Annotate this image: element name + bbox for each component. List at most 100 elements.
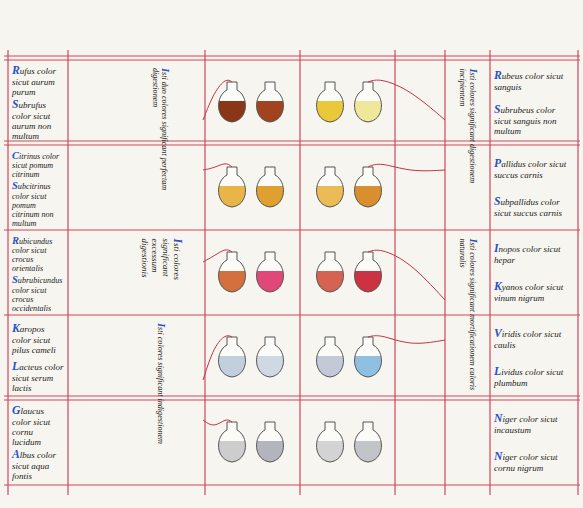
flask <box>312 252 348 295</box>
grid-rule <box>4 229 580 230</box>
note-cell: Isti colores significant excessum digest… <box>120 233 202 312</box>
color-name: Niger color sicut cornu nigrum <box>494 450 574 473</box>
flask <box>350 337 386 380</box>
leader-line <box>368 250 445 300</box>
color-name: Rubeus color sicut sanguis <box>494 69 574 92</box>
flask <box>252 167 288 210</box>
flask <box>312 167 348 210</box>
rotated-text-block: Isti duo colores significant perfectam d… <box>123 66 199 224</box>
grid-rule <box>4 59 580 60</box>
flask-outline <box>355 167 382 207</box>
rotated-text-block: Isti colores significant mortificationem… <box>450 236 485 394</box>
flask-outline <box>355 337 382 377</box>
flask <box>252 422 288 465</box>
color-cell: Rubeus color sicut sanguisSubrubeus colo… <box>492 63 576 142</box>
leader-line <box>368 336 445 344</box>
flask-outline <box>257 167 284 207</box>
flask <box>214 82 250 125</box>
flask-outline <box>219 82 246 122</box>
color-cell: Citrinus color sicut pomum citrinumSubci… <box>10 148 66 230</box>
color-name: Niger color sicut incaustum <box>494 412 574 435</box>
note-text: Isti colores significant mortificationem… <box>457 238 478 392</box>
flask-outline <box>219 337 246 377</box>
rotated-text-block: Isti colores significant digestionem inc… <box>450 66 485 224</box>
grid-rule <box>444 50 445 495</box>
flask <box>252 82 288 125</box>
color-name: Lividus color sicut plumbum <box>494 365 574 388</box>
flask-outline <box>317 252 344 292</box>
flask-outline <box>317 422 344 462</box>
flask <box>214 422 250 465</box>
note-text: Isti duo colores significant perfectam d… <box>151 68 172 222</box>
grid-rule <box>7 50 8 495</box>
flask-outline <box>257 337 284 377</box>
grid-rule <box>4 484 580 485</box>
flask <box>214 167 250 210</box>
flask-outline <box>355 252 382 292</box>
flask <box>312 422 348 465</box>
color-cell: Rubicundus color sicut crocus orientalis… <box>10 233 66 315</box>
note-cell: Isti colores significant indigestionem <box>120 318 202 482</box>
flask <box>350 167 386 210</box>
note-text: Isti colores significant indigestionem <box>155 323 167 477</box>
flask-outline <box>355 82 382 122</box>
leader-line <box>203 164 232 170</box>
flask <box>350 422 386 465</box>
flask-outline <box>317 337 344 377</box>
flask-outline <box>317 167 344 207</box>
color-name: Lacteus color sicut serum lactis <box>12 360 64 393</box>
color-cell: Niger color sicut incaustumNiger color s… <box>492 403 576 482</box>
grid-rule <box>4 396 580 397</box>
flask <box>350 82 386 125</box>
color-name: Glaucus color sicut cornu lucidum <box>12 404 64 447</box>
color-name: Kyanos color sicut vinum nigrum <box>494 280 574 303</box>
grid-rule <box>4 144 580 145</box>
flask-outline <box>257 82 284 122</box>
leader-lines <box>203 80 445 425</box>
leader-line <box>203 80 232 120</box>
flask-outline <box>317 82 344 122</box>
rotated-text-block: Isti colores significant indigestionem <box>123 321 199 479</box>
ruling-grid <box>4 50 580 495</box>
flask <box>214 337 250 380</box>
grid-rule <box>4 399 580 400</box>
leader-line <box>203 250 232 262</box>
leader-line <box>368 80 445 120</box>
grid-rule <box>394 50 395 495</box>
flask-outline <box>257 422 284 462</box>
color-name: Subrubicundus color sicut crocus occiden… <box>12 274 64 313</box>
color-name: Inopos color sicut hepar <box>494 242 574 265</box>
color-cell: Inopos color sicut heparKyanos color sic… <box>492 233 576 312</box>
flask <box>350 252 386 295</box>
color-name: Rubicundus color sicut crocus orientalis <box>12 235 64 274</box>
color-name: Pallidus color sicut succus carnis <box>494 157 574 180</box>
flask-outline <box>355 422 382 462</box>
flask <box>252 252 288 295</box>
flask-outline <box>219 167 246 207</box>
grid-rule <box>67 50 68 495</box>
color-name: Subrufus color sicut aurum non multum <box>12 98 64 141</box>
color-cell: Glaucus color sicut cornu lucidumAlbus c… <box>10 403 66 482</box>
flask <box>312 82 348 125</box>
note-cell: Isti colores significant mortificationem… <box>447 233 488 397</box>
flask-outline <box>219 252 246 292</box>
note-text: Isti colores significant digestionem inc… <box>457 68 478 222</box>
color-name: Subrubeus color sicut sanguis non multum <box>494 103 574 136</box>
flask <box>214 252 250 295</box>
color-name: Karopos color sicut pilus cameli <box>12 322 64 355</box>
grid-rule <box>299 50 300 495</box>
color-name: Subpallidus color sicut succus carnis <box>494 195 574 218</box>
leader-line <box>203 420 232 425</box>
color-name: Citrinus color sicut pomum citrinum <box>12 150 64 180</box>
flask-outline <box>257 252 284 292</box>
color-cell: Viridis color sicut caulisLividus color … <box>492 318 576 397</box>
note-cell: Isti duo colores significant perfectam d… <box>120 63 202 227</box>
color-cell: Rufus color sicut aurum purumSubrufus co… <box>10 63 66 142</box>
flask <box>312 337 348 380</box>
rotated-text-block: Isti colores significant excessum digest… <box>123 236 199 309</box>
color-cell: Pallidus color sicut succus carnisSubpal… <box>492 148 576 227</box>
flask <box>252 337 288 380</box>
grid-rule <box>489 50 490 495</box>
